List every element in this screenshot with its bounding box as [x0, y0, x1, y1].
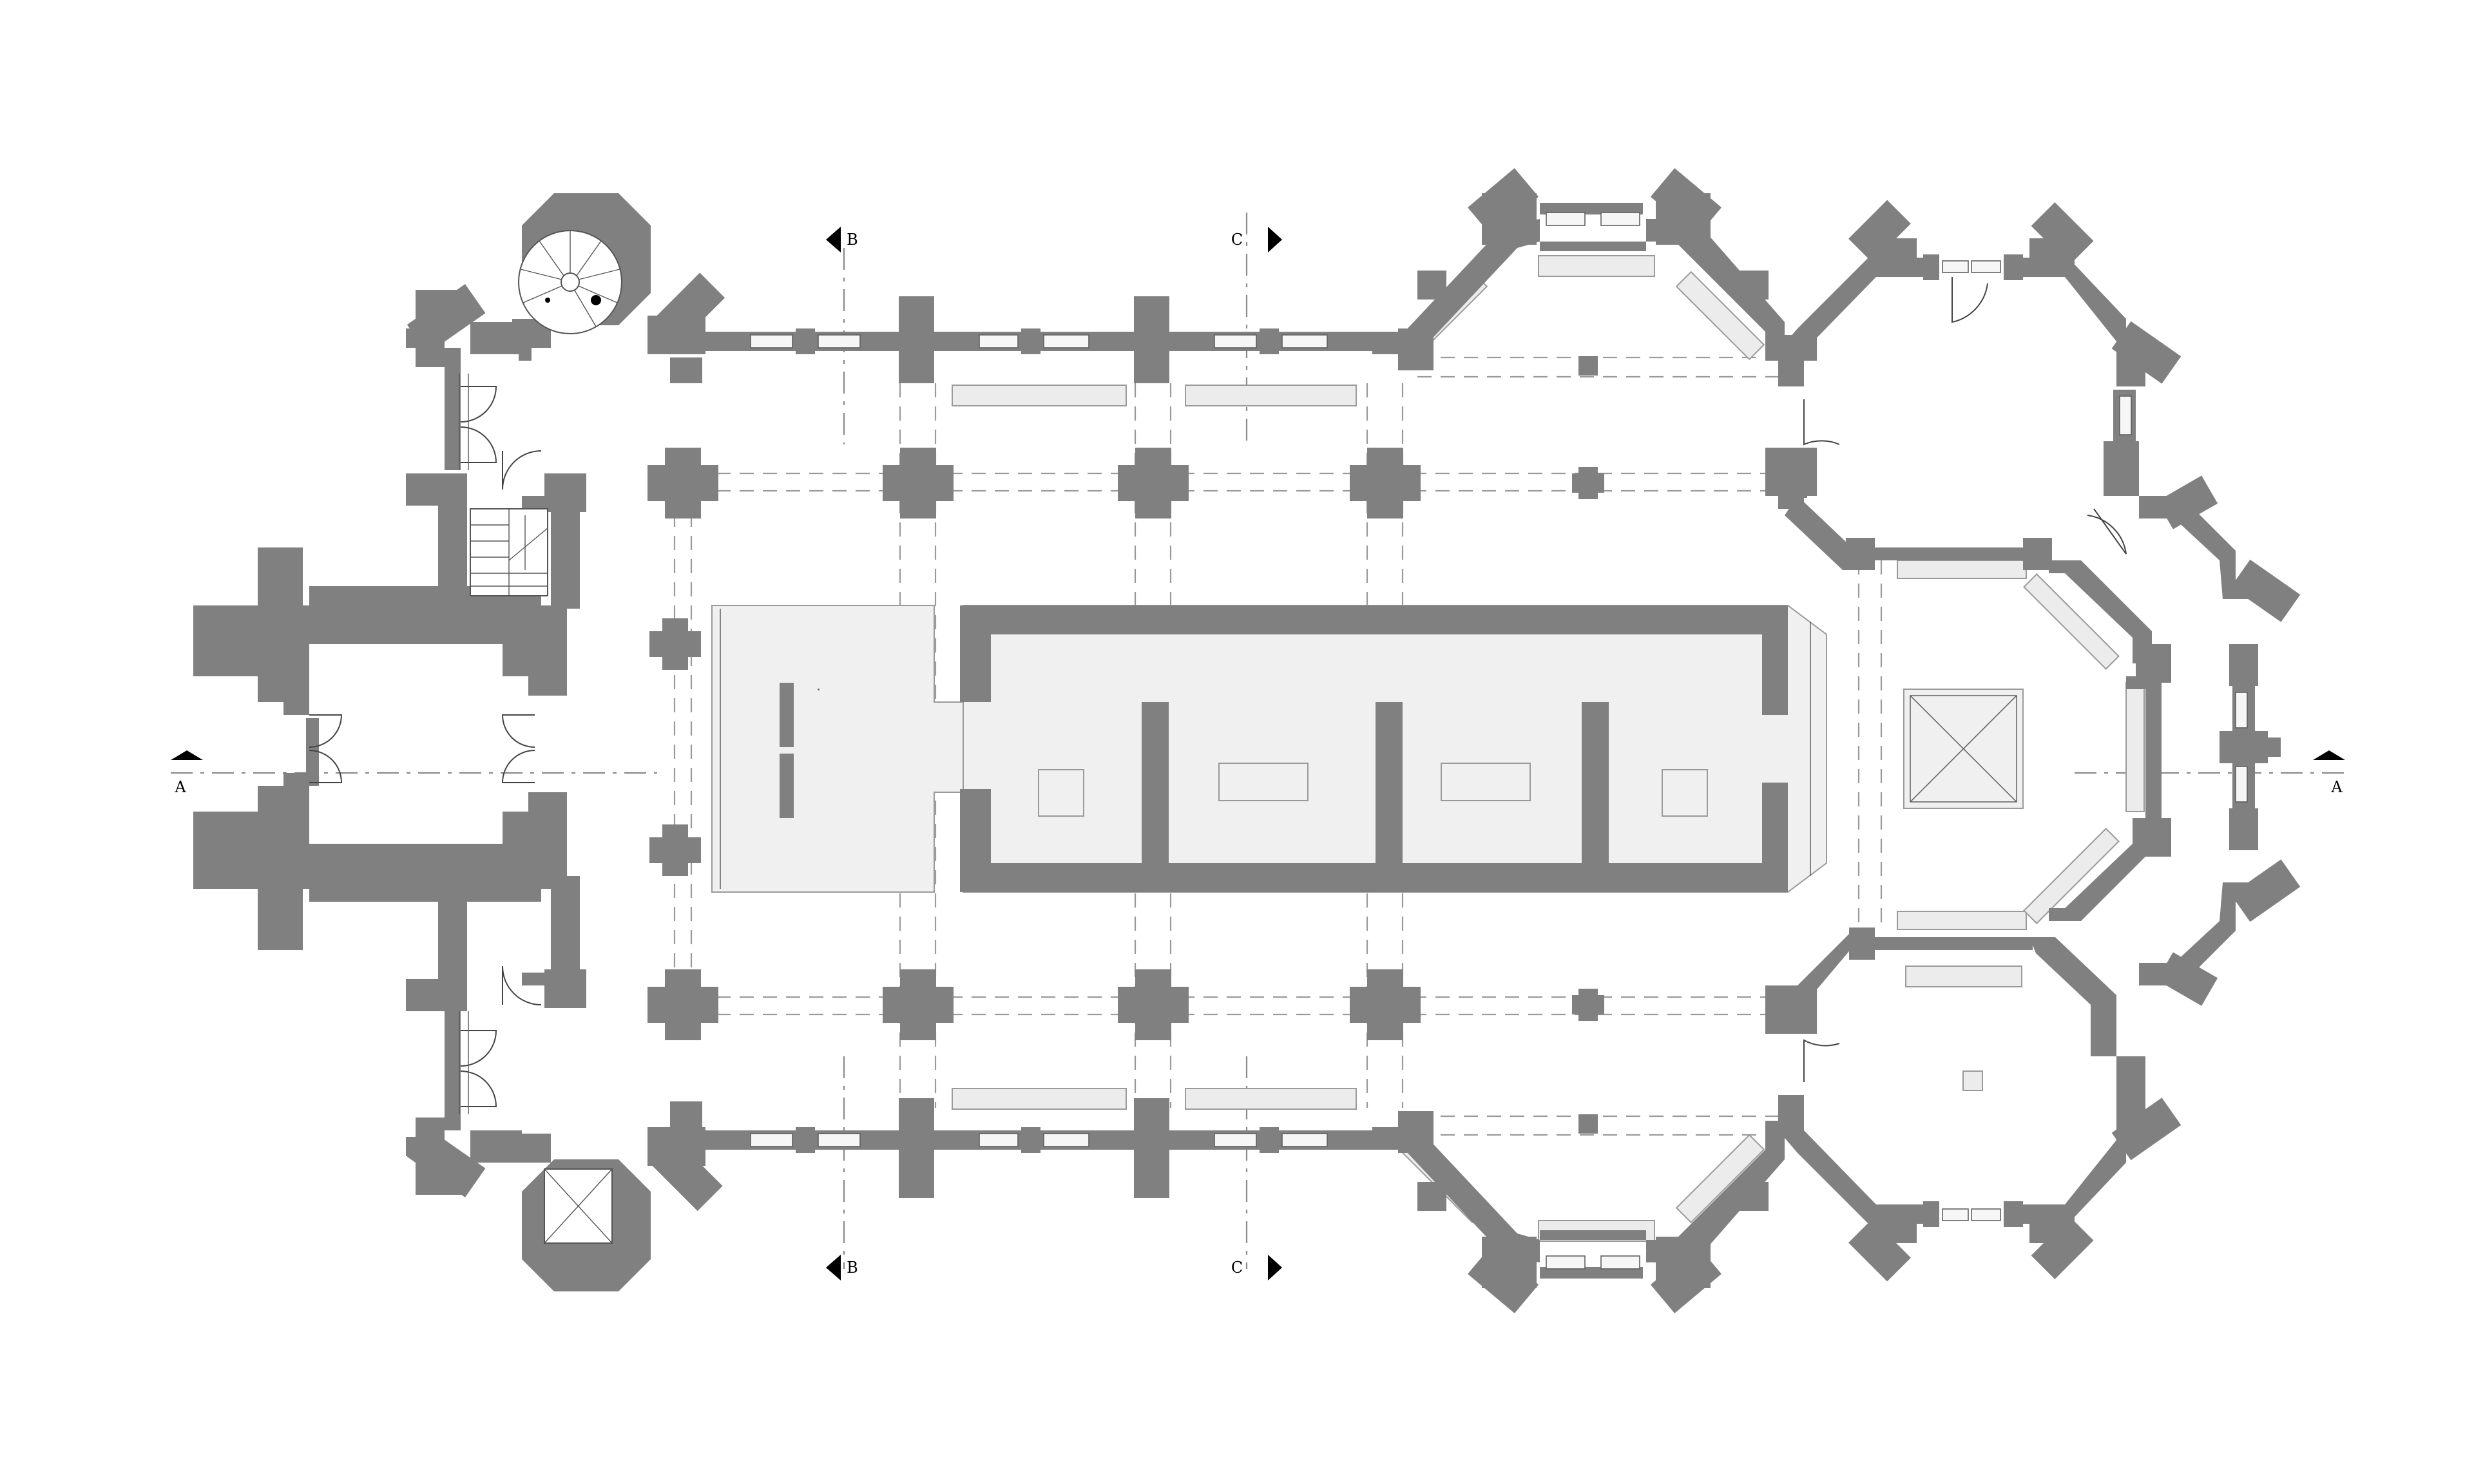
section-c-bottom-label: C	[1231, 1259, 1243, 1277]
section-b-bottom-label: B	[847, 1259, 858, 1277]
section-c-top-label: C	[1231, 231, 1243, 249]
section-c-top-arrow	[1268, 227, 1282, 252]
pier	[1350, 448, 1421, 518]
square-tower-void	[544, 1168, 613, 1244]
pier	[1578, 356, 1598, 376]
section-b-top-arrow	[826, 227, 841, 252]
pier	[649, 618, 701, 670]
section-b-top-label: B	[847, 231, 858, 249]
pier	[1350, 969, 1421, 1040]
apse-walls	[2049, 475, 2301, 1006]
section-a-left-label: A	[174, 778, 186, 796]
section-a-right-label: A	[2330, 778, 2343, 796]
pier	[647, 969, 718, 1040]
pier	[1781, 466, 1814, 498]
pier	[1118, 448, 1189, 518]
pier	[1572, 467, 1604, 499]
altar-platform	[711, 605, 1827, 893]
windows	[750, 212, 2248, 1270]
pier	[1578, 1114, 1598, 1134]
piers	[647, 356, 1814, 1134]
pier	[1118, 969, 1189, 1040]
pier	[1572, 989, 1604, 1021]
pier	[647, 448, 718, 518]
ne-chapel-walls	[1765, 200, 2182, 570]
section-b-bottom-arrow	[826, 1255, 841, 1280]
baldachin	[1903, 689, 2024, 809]
doors	[309, 277, 2127, 1114]
section-c-bottom-arrow	[1268, 1255, 1282, 1280]
south-transept-walls	[1372, 1111, 1785, 1313]
section-a-right-arrow	[2313, 750, 2345, 760]
pier	[649, 824, 701, 876]
straight-stair	[470, 508, 548, 596]
north-transept-walls	[1372, 168, 1785, 370]
pier	[883, 969, 954, 1040]
section-markers: A A B B C C	[171, 227, 2345, 1280]
section-a-left-arrow	[171, 750, 203, 760]
spiral-stair	[518, 230, 622, 334]
pier	[883, 448, 954, 518]
pier	[1781, 989, 1814, 1021]
